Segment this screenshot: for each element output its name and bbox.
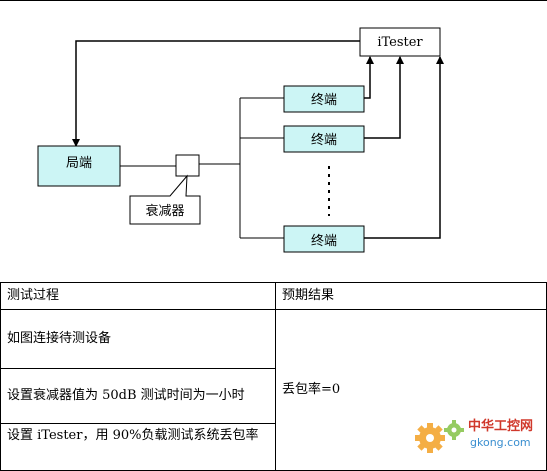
table-header-row: 测试过程 预期结果 (0, 282, 547, 310)
terminal-label: 终端 (311, 132, 337, 148)
central-office-box: 局端 (37, 145, 121, 187)
terminal-label: 终端 (311, 92, 337, 108)
step-cell: 设置衰减器值为 50dB 测试时间为一小时 (0, 368, 276, 424)
watermark-text-cn: 中华工控网 (468, 418, 533, 434)
attenuator-callout: 衰减器 (129, 174, 201, 225)
header-expected: 预期结果 (275, 282, 547, 310)
itester-label: iTester (377, 35, 423, 50)
terminal-3-to-itester-line (364, 56, 444, 239)
test-table: 测试过程 预期结果 如图连接待测设备 丢包率=0 设置衰减器值为 50dB 测试… (0, 282, 547, 471)
connection-lines (72, 40, 444, 239)
watermark-text-en: gkong.com (470, 436, 531, 449)
terminal-box: 终端 (283, 85, 365, 113)
terminal-label: 终端 (311, 233, 337, 249)
expected-result-cell: 丢包率=0 (275, 309, 547, 471)
central-label: 局端 (66, 156, 92, 171)
gkong-watermark: 中华工控网 gkong.com (415, 418, 533, 453)
terminal-box: 终端 (283, 125, 365, 153)
top-rule (0, 0, 547, 1)
network-diagram: iTester 终端 终端 终端 局端 衰减器 (37, 27, 444, 253)
itester-box: iTester (359, 27, 441, 57)
gear-icon (444, 420, 464, 440)
step-cell: 如图连接待测设备 (0, 309, 276, 369)
terminal-box: 终端 (283, 225, 365, 253)
terminal-2-to-itester-line (364, 56, 404, 139)
terminal-1-to-itester-line (364, 56, 374, 99)
table-row: 如图连接待测设备 丢包率=0 (0, 309, 547, 471)
attenuator-box (175, 154, 200, 177)
gear-icon (415, 423, 445, 453)
header-process: 测试过程 (0, 282, 276, 310)
table-row: 设置 iTester，用 90%负载测试系统丢包率 (0, 423, 547, 471)
itester-to-central-line (72, 40, 360, 147)
attenuator-label: 衰减器 (145, 203, 184, 219)
step-cell: 设置 iTester，用 90%负载测试系统丢包率 (0, 423, 276, 471)
